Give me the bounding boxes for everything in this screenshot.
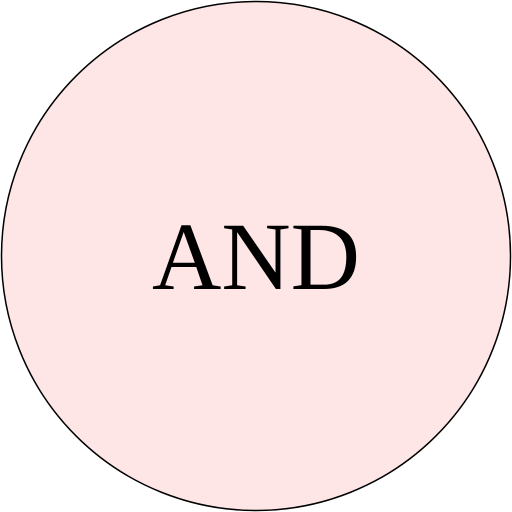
- node-label: AND: [152, 203, 360, 310]
